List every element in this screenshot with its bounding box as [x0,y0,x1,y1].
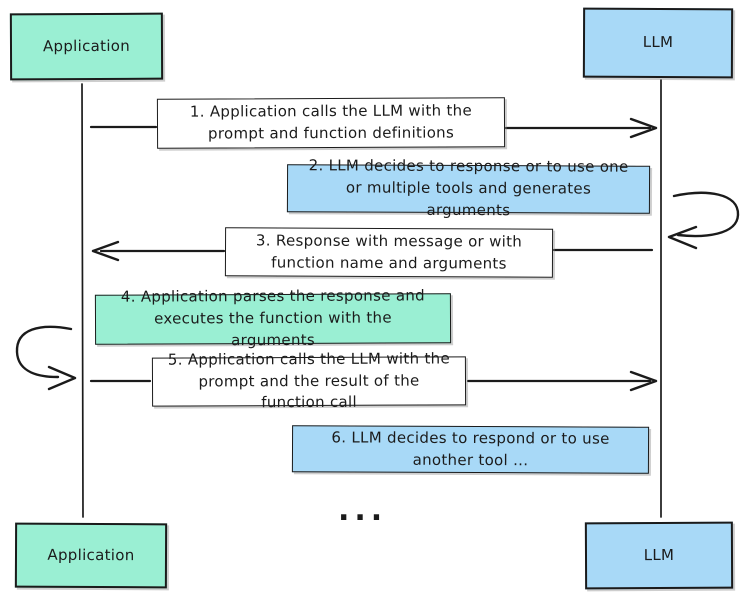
step-3-label: 3. Response with message or with functio… [255,231,523,273]
step-1-label: 1. Application calls the LLM with the pr… [189,101,473,143]
step-4-note-box: 4. Application parses the response and e… [94,287,452,349]
arrow-step4-self-loop-icon [15,325,77,391]
actor-llm-top-label: LLM [642,33,674,52]
actor-application-top: Application [9,12,164,81]
step-4-label: 4. Application parses the response and e… [120,286,425,350]
application-lifeline [81,83,84,518]
step-3-message-box: 3. Response with message or with functio… [224,227,554,278]
step-2-note-box: 2. LLM decides to response or to use one… [286,157,651,219]
actor-application-bottom: Application [14,522,168,589]
actor-llm-top: LLM [582,7,734,79]
step-1-message-box: 1. Application calls the LLM with the pr… [156,97,506,149]
actor-application-bottom-label: Application [47,545,135,564]
continuation-ellipsis: ... [338,493,388,528]
arrow-step3-left-icon [91,240,654,262]
arrow-step1-right-icon [89,117,658,139]
actor-llm-bottom: LLM [584,521,734,590]
step-6-label: 6. LLM decides to respond or to use anot… [331,428,610,469]
step-5-message-box: 5. Application calls the LLM with the pr… [151,349,467,412]
step-6-note-box: 6. LLM decides to respond or to use anot… [291,425,650,474]
arrow-step2-self-loop-icon [667,191,740,250]
step-2-label: 2. LLM decides to response or to use one… [308,156,629,220]
actor-application-top-label: Application [42,36,131,55]
arrow-step5-right-icon [89,370,658,392]
actor-llm-bottom-label: LLM [643,545,675,564]
step-5-label: 5. Application calls the LLM with the pr… [167,349,451,412]
